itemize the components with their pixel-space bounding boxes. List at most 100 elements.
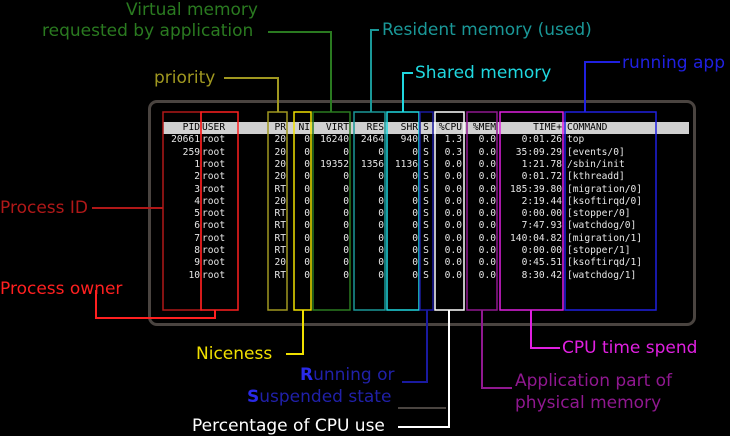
cell-shr: 0 bbox=[412, 269, 418, 281]
cell-virt: 19352 bbox=[320, 158, 349, 170]
pid-label: Process ID bbox=[0, 198, 88, 218]
cell-cpu: 1.3 bbox=[444, 134, 462, 146]
cell-user: root bbox=[202, 183, 226, 195]
cell-s: S bbox=[423, 183, 429, 195]
ni-label: Niceness bbox=[196, 344, 273, 364]
header-s: S bbox=[423, 122, 429, 133]
cell-virt: 0 bbox=[343, 171, 349, 183]
cell-shr: 940 bbox=[400, 134, 418, 146]
cell-user: root bbox=[202, 220, 226, 232]
cell-s: S bbox=[423, 245, 429, 256]
ni-column-box bbox=[293, 111, 312, 311]
cell-pid: 4 bbox=[194, 195, 200, 207]
mem-column-box bbox=[466, 111, 498, 311]
cell-virt: 0 bbox=[343, 146, 349, 158]
cell-pr: 20 bbox=[274, 146, 286, 158]
pid-column-box bbox=[162, 111, 202, 311]
cell-cpu: 0.0 bbox=[444, 257, 462, 269]
cell-cpu: 0.0 bbox=[444, 232, 462, 244]
cell-mem: 0.0 bbox=[478, 146, 496, 158]
cell-shr: 0 bbox=[412, 220, 418, 232]
cell-pr: RT bbox=[274, 245, 286, 256]
cell-mem: 0.0 bbox=[478, 257, 496, 269]
s-label-highlight-r: R bbox=[300, 365, 314, 385]
user-leader bbox=[95, 290, 216, 319]
cell-user: root bbox=[202, 208, 226, 220]
cell-res: 0 bbox=[378, 245, 384, 256]
cell-cpu: 0.0 bbox=[444, 208, 462, 220]
cell-user: root bbox=[202, 245, 226, 256]
cell-user: root bbox=[202, 257, 226, 269]
cell-command: [ksoftirqd/0] bbox=[567, 195, 643, 207]
mem-leader bbox=[481, 310, 512, 389]
header-ni: NI bbox=[298, 122, 310, 133]
s-label-line2: Suspended state bbox=[247, 388, 391, 407]
cell-res: 0 bbox=[378, 146, 384, 158]
cell-time: 2:19.44 bbox=[521, 195, 562, 207]
res-label: Resident memory (used) bbox=[382, 20, 592, 40]
cell-virt: 16240 bbox=[320, 134, 349, 146]
cell-time: 7:47.93 bbox=[521, 220, 562, 232]
header-cpu: %CPU bbox=[438, 122, 462, 133]
header-res: RES bbox=[366, 122, 384, 133]
cell-user: root bbox=[202, 232, 226, 244]
cell-pid: 10 bbox=[188, 269, 200, 281]
cell-time: 0:00.00 bbox=[521, 208, 562, 220]
shr-label: Shared memory bbox=[415, 63, 552, 83]
cell-command: [ksoftirqd/1] bbox=[567, 257, 643, 269]
cell-res: 0 bbox=[378, 232, 384, 244]
s-label-text1: unning or bbox=[313, 365, 395, 385]
cell-s: S bbox=[423, 171, 429, 183]
cpu-label: Percentage of CPU use bbox=[192, 416, 385, 436]
s-column-box bbox=[419, 111, 434, 311]
cell-ni: 0 bbox=[304, 220, 310, 232]
cell-pid: 9 bbox=[194, 257, 200, 269]
cell-shr: 0 bbox=[412, 195, 418, 207]
header-user: USER bbox=[202, 122, 226, 133]
header-command: COMMAND bbox=[567, 122, 608, 133]
cell-s: R bbox=[423, 134, 429, 146]
user-label: Process owner bbox=[0, 279, 123, 299]
virt-column-box bbox=[312, 111, 351, 311]
cell-s: S bbox=[423, 208, 429, 220]
cell-command: [watchdog/0] bbox=[567, 220, 637, 232]
cell-ni: 0 bbox=[304, 257, 310, 269]
s-leader bbox=[402, 310, 428, 383]
cell-shr: 0 bbox=[412, 146, 418, 158]
cell-mem: 0.0 bbox=[478, 158, 496, 170]
cell-user: root bbox=[202, 146, 226, 158]
cell-virt: 0 bbox=[343, 232, 349, 244]
cell-virt: 0 bbox=[343, 257, 349, 269]
command-column-box bbox=[564, 111, 657, 311]
cell-ni: 0 bbox=[304, 134, 310, 146]
cell-pid: 20661 bbox=[171, 134, 200, 146]
cell-time: 0:01.26 bbox=[521, 134, 562, 146]
cell-cpu: 0.0 bbox=[444, 245, 462, 256]
cell-res: 2464 bbox=[360, 134, 384, 146]
header-mem: %MEM bbox=[472, 122, 496, 133]
cell-ni: 0 bbox=[304, 158, 310, 170]
cell-mem: 0.0 bbox=[478, 171, 496, 183]
cell-virt: 0 bbox=[343, 208, 349, 220]
s-label-highlight-s: S bbox=[247, 387, 260, 407]
cell-pid: 3 bbox=[194, 183, 200, 195]
cell-res: 0 bbox=[378, 183, 384, 195]
cell-time: 140:04.82 bbox=[510, 232, 562, 244]
cell-mem: 0.0 bbox=[478, 245, 496, 256]
cell-ni: 0 bbox=[304, 232, 310, 244]
cell-cpu: 0.0 bbox=[444, 158, 462, 170]
cell-ni: 0 bbox=[304, 171, 310, 183]
cell-cpu: 0.0 bbox=[444, 195, 462, 207]
cell-pid: 1 bbox=[194, 158, 200, 170]
cell-shr: 0 bbox=[412, 183, 418, 195]
cell-virt: 0 bbox=[343, 245, 349, 256]
res-column-box bbox=[353, 111, 386, 311]
cell-pr: RT bbox=[274, 232, 286, 244]
cell-virt: 0 bbox=[343, 195, 349, 207]
virt-leader bbox=[268, 31, 332, 112]
cell-virt: 0 bbox=[343, 269, 349, 281]
cell-virt: 0 bbox=[343, 183, 349, 195]
cell-s: S bbox=[423, 195, 429, 207]
cell-ni: 0 bbox=[304, 195, 310, 207]
